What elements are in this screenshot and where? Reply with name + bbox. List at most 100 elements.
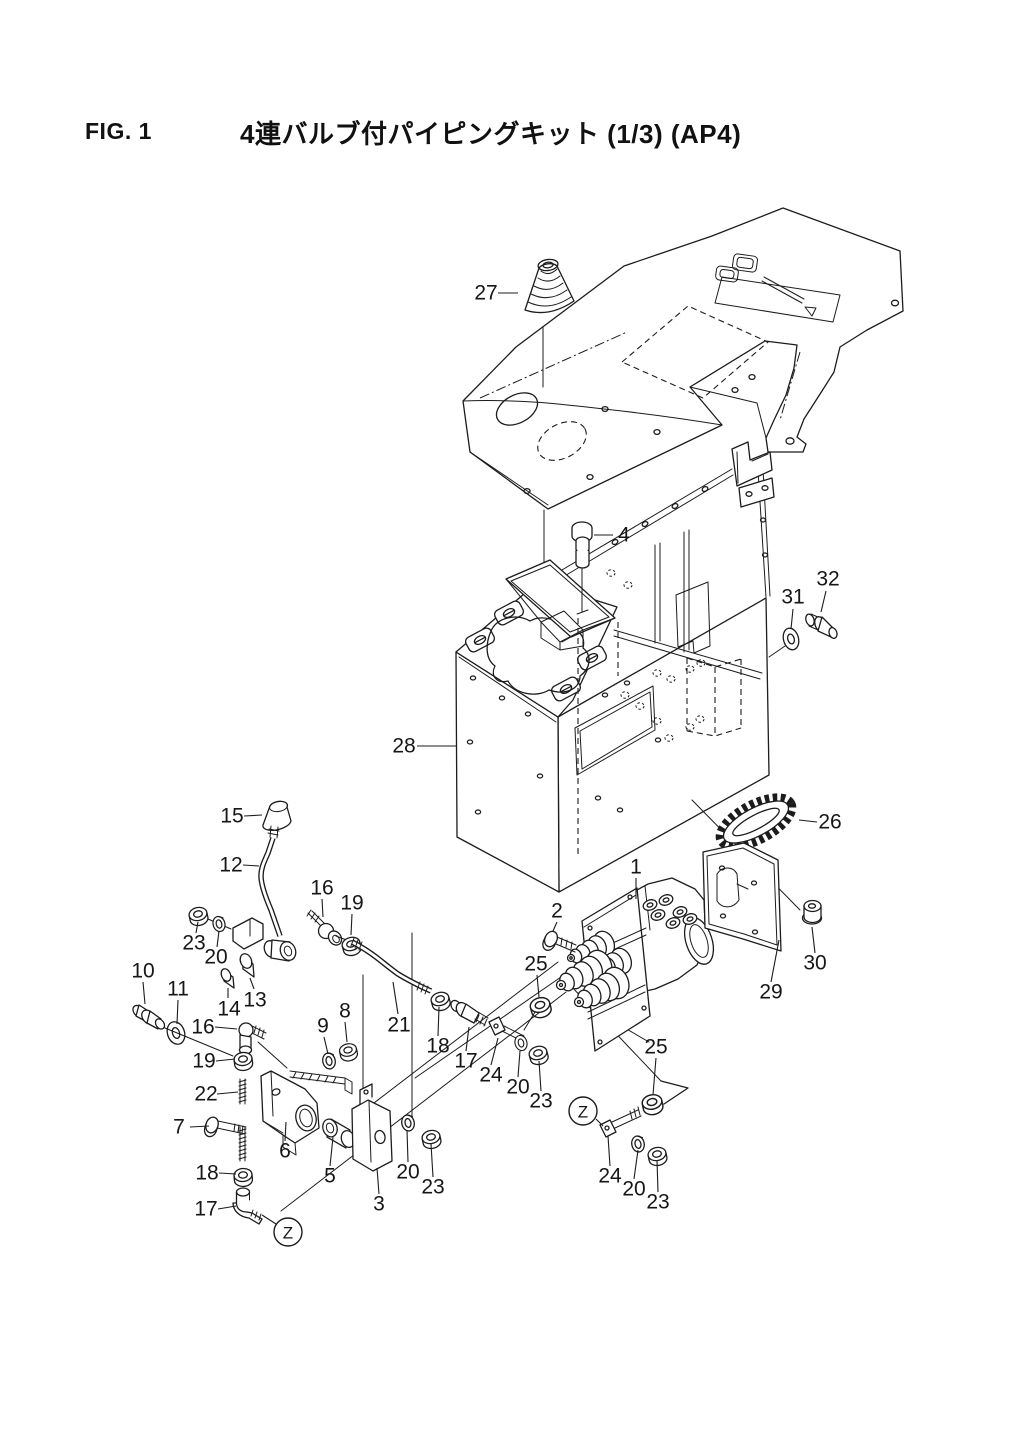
leader-line-20 bbox=[633, 1149, 639, 1180]
leader-line-6 bbox=[284, 1121, 287, 1142]
knob-15 bbox=[262, 800, 292, 832]
part-label-17: 17 bbox=[454, 1050, 477, 1073]
leader-line-23 bbox=[195, 921, 199, 934]
part-label-14: 14 bbox=[217, 998, 241, 1021]
leader-line-25 bbox=[536, 974, 540, 998]
leader-line-17 bbox=[465, 1026, 470, 1052]
leader-line-22 bbox=[216, 1091, 239, 1095]
bracket-6 bbox=[260, 1070, 320, 1156]
part-label-30: 30 bbox=[803, 952, 826, 975]
leader-line-15 bbox=[243, 814, 263, 817]
leader-line-31 bbox=[790, 608, 794, 630]
part-label-9: 9 bbox=[317, 1015, 329, 1038]
frame-top-bracket bbox=[731, 441, 775, 508]
bushing-5 bbox=[322, 1118, 356, 1149]
nut-18a bbox=[428, 989, 453, 1014]
leader-line-8 bbox=[344, 1021, 348, 1043]
part-label-23: 23 bbox=[529, 1090, 552, 1113]
leader-line-20 bbox=[406, 1129, 409, 1163]
leader-line-20 bbox=[216, 930, 220, 948]
plug-bolt-4 bbox=[571, 521, 593, 615]
leader-line-18 bbox=[218, 1172, 237, 1175]
top-bosses bbox=[464, 600, 608, 702]
rod-21 bbox=[350, 937, 433, 995]
part-label-20: 20 bbox=[204, 946, 227, 969]
bushing-14 bbox=[220, 968, 235, 989]
part-label-18: 18 bbox=[195, 1162, 218, 1185]
part-label-23: 23 bbox=[182, 932, 205, 955]
part-label-17: 17 bbox=[194, 1198, 217, 1221]
part-label-1: 1 bbox=[630, 856, 642, 879]
z-marker-label-0: Z bbox=[283, 1224, 293, 1243]
part-label-24: 24 bbox=[598, 1165, 622, 1188]
part-label-27: 27 bbox=[474, 282, 497, 305]
part-label-16: 16 bbox=[191, 1016, 214, 1039]
leader-line-23 bbox=[656, 1159, 659, 1193]
part-label-11: 11 bbox=[167, 978, 189, 1001]
part-label-25: 25 bbox=[644, 1036, 667, 1059]
washer-20b bbox=[512, 1033, 530, 1053]
bellows-boots bbox=[555, 930, 633, 1009]
part-label-20: 20 bbox=[506, 1076, 529, 1099]
z-marker-line bbox=[261, 1214, 277, 1225]
box-holes bbox=[466, 675, 662, 815]
bolt-2 bbox=[542, 930, 577, 953]
z-marker-label-1: Z bbox=[578, 1103, 588, 1122]
bellows-front-left bbox=[555, 949, 613, 992]
box-tray bbox=[505, 559, 616, 651]
joint-chain bbox=[428, 989, 554, 1068]
lever-12 bbox=[258, 825, 283, 937]
page-header: FIG. 1 4連バルブ付パイピングキット (1/3) (AP4) bbox=[0, 112, 1024, 152]
nut-23a bbox=[187, 905, 210, 928]
figure-number: FIG. 1 bbox=[85, 118, 152, 144]
leader-line-21 bbox=[392, 981, 399, 1015]
leader-line-16 bbox=[321, 898, 324, 918]
serrated-strap bbox=[289, 1070, 353, 1095]
leader-line-23 bbox=[538, 1060, 542, 1092]
part-label-10: 10 bbox=[131, 960, 154, 983]
elbow-17b bbox=[232, 1187, 263, 1225]
leader-line-13 bbox=[249, 977, 255, 990]
z-marker-circle-1 bbox=[568, 1096, 598, 1126]
bellows-rear-left bbox=[566, 930, 616, 964]
valve-assembly-1 bbox=[555, 877, 715, 1052]
bracket-3 bbox=[351, 1083, 393, 1172]
part-label-7: 7 bbox=[173, 1116, 185, 1139]
leader-line-3 bbox=[376, 1167, 380, 1195]
part-label-31: 31 bbox=[781, 586, 804, 609]
leader-line-19 bbox=[215, 1058, 236, 1062]
nut-18b bbox=[232, 1167, 254, 1188]
figure-title: 4連バルブ付パイピングキット (1/3) (AP4) bbox=[240, 119, 742, 149]
leader-line-24 bbox=[490, 1037, 499, 1066]
part-label-3: 3 bbox=[373, 1193, 385, 1216]
lever-group bbox=[132, 800, 443, 1225]
console-box-28 bbox=[455, 441, 775, 893]
nut-25b bbox=[640, 1092, 666, 1118]
bracket-29 bbox=[702, 842, 782, 952]
leader-line-26 bbox=[798, 819, 818, 823]
z-marker-circle-0 bbox=[273, 1217, 303, 1247]
leader-line-24 bbox=[607, 1135, 611, 1167]
part-label-4: 4 bbox=[618, 524, 630, 547]
washer-31 bbox=[768, 627, 800, 658]
part-label-20: 20 bbox=[396, 1161, 419, 1184]
part-label-2: 2 bbox=[551, 900, 563, 923]
part-label-23: 23 bbox=[646, 1191, 669, 1214]
stud-22 bbox=[238, 1078, 247, 1162]
part-label-8: 8 bbox=[339, 1000, 351, 1023]
valve-ports bbox=[642, 894, 698, 929]
part-label-18: 18 bbox=[426, 1035, 449, 1058]
hidden-lines bbox=[577, 569, 742, 856]
leader-line-30 bbox=[811, 926, 816, 954]
leader-line-29 bbox=[770, 939, 780, 983]
part-label-23: 23 bbox=[421, 1176, 444, 1199]
leader-line-18 bbox=[437, 1006, 440, 1037]
part-label-32: 32 bbox=[816, 568, 839, 591]
leader-line-16 bbox=[214, 1026, 238, 1030]
z-linkage-bottom-right bbox=[599, 1092, 669, 1168]
nut-8 bbox=[337, 1041, 360, 1064]
washer-20a bbox=[210, 914, 228, 934]
part-label-28: 28 bbox=[392, 735, 415, 758]
part-label-6: 6 bbox=[279, 1140, 291, 1163]
